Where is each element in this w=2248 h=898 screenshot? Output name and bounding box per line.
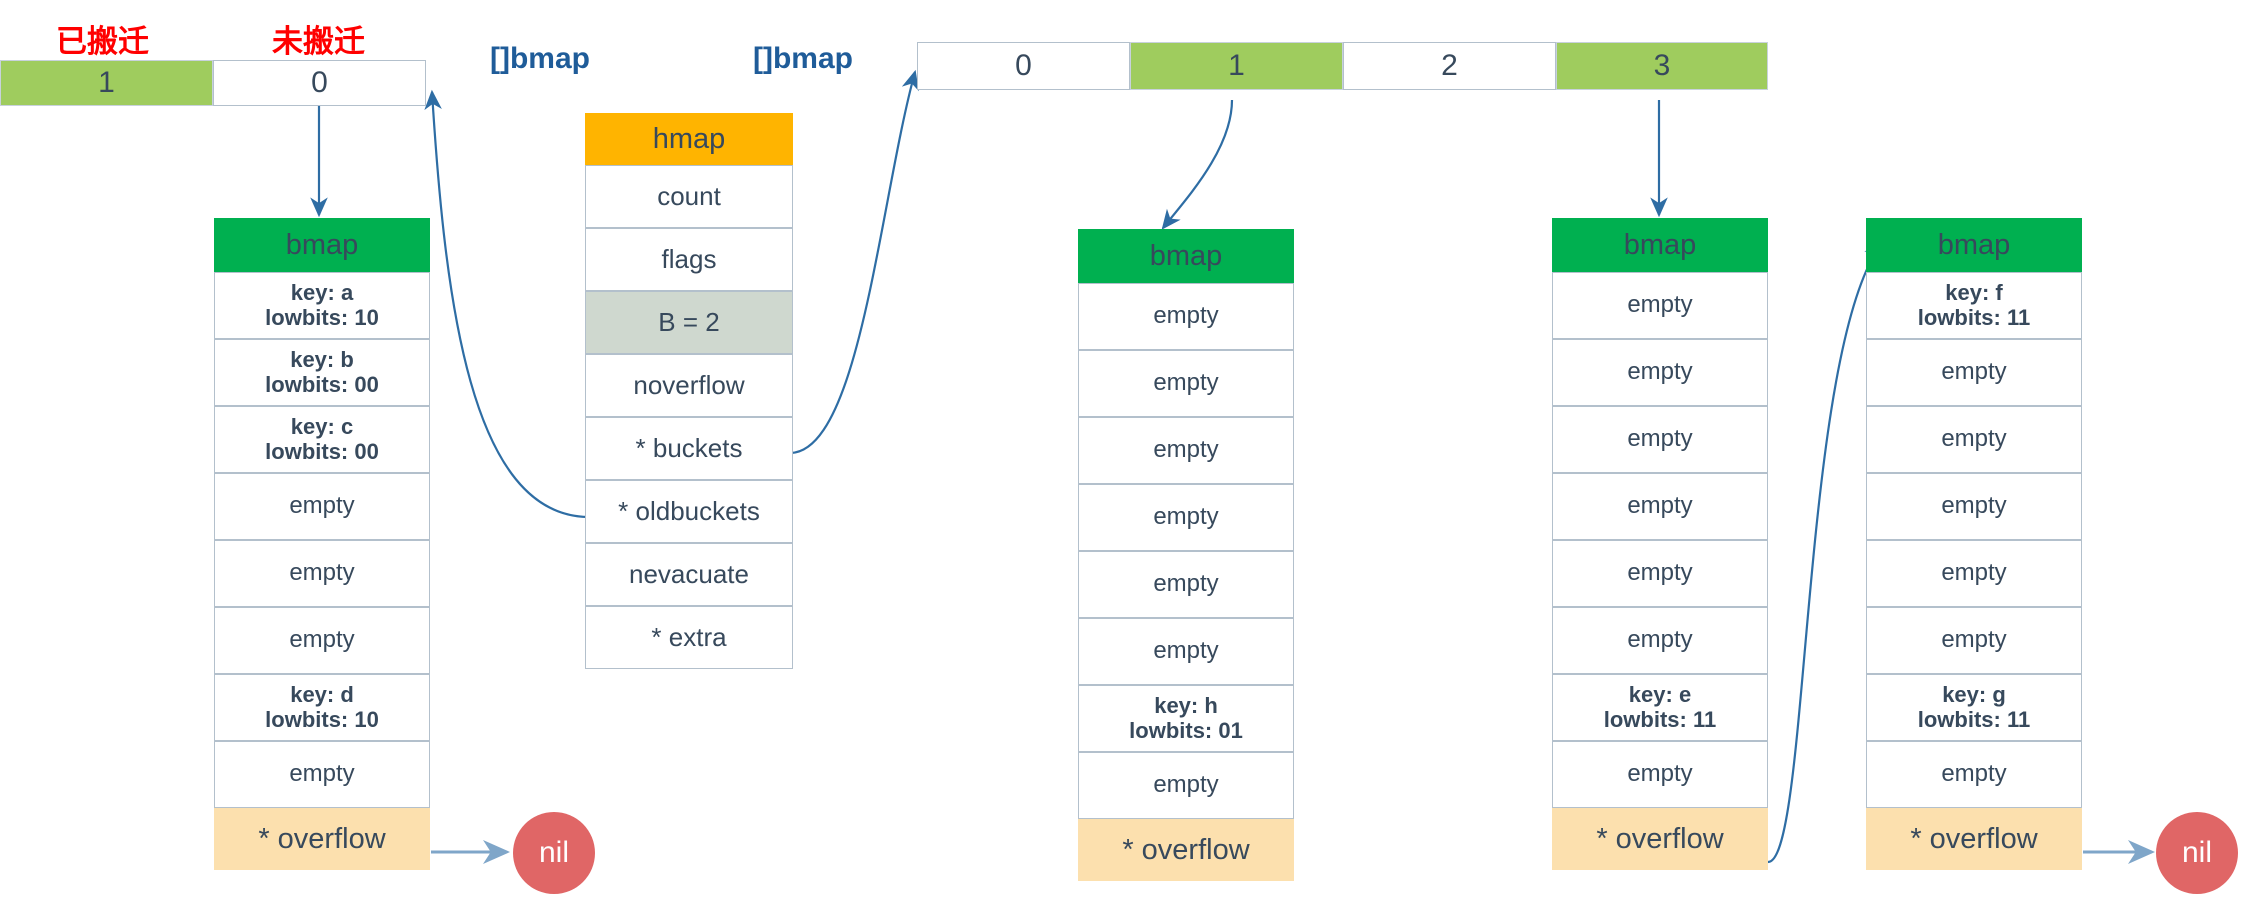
hmap-field-nevacuate[interactable]: nevacuate xyxy=(585,543,793,606)
bmap-new-3-slot-4[interactable]: empty xyxy=(1552,540,1768,607)
bmap-new-3-slot-5[interactable]: empty xyxy=(1552,607,1768,674)
bmap-new-3-overflow[interactable]: * overflow xyxy=(1552,808,1768,870)
hmap-field-oldbuckets[interactable]: * oldbuckets xyxy=(585,480,793,543)
bmap-old-0-slot-5[interactable]: empty xyxy=(214,607,430,674)
bmap-new-1-header: bmap xyxy=(1078,229,1294,283)
bmap-old-0-slot-4[interactable]: empty xyxy=(214,540,430,607)
bmap-overflow-3-overflow[interactable]: * overflow xyxy=(1866,808,2082,870)
oldbuckets-slice: 1 0 xyxy=(0,60,426,106)
bmap-new-3: bmap empty empty empty empty empty empty… xyxy=(1552,218,1768,870)
bmap-old-0-slot-3[interactable]: empty xyxy=(214,473,430,540)
bmap-new-1-slot-6[interactable]: key: h lowbits: 01 xyxy=(1078,685,1294,752)
buckets-slice: 0 1 2 3 xyxy=(917,42,1768,90)
bmap-overflow-3-slot-2[interactable]: empty xyxy=(1866,406,2082,473)
bmap-new-3-slot-6[interactable]: key: e lowbits: 11 xyxy=(1552,674,1768,741)
oldbuckets-cell-1[interactable]: 1 xyxy=(0,60,213,106)
bmap-new-1-slot-3[interactable]: empty xyxy=(1078,484,1294,551)
hmap-field-buckets[interactable]: * buckets xyxy=(585,417,793,480)
bmap-old-0-slot-6[interactable]: key: d lowbits: 10 xyxy=(214,674,430,741)
bmap-old-0-header: bmap xyxy=(214,218,430,272)
bmap-overflow-3: bmap key: f lowbits: 11 empty empty empt… xyxy=(1866,218,2082,870)
bmap-new-1-slot-5[interactable]: empty xyxy=(1078,618,1294,685)
hmap-field-b[interactable]: B = 2 xyxy=(585,291,793,354)
bmap-new-1: bmap empty empty empty empty empty empty… xyxy=(1078,229,1294,881)
label-oldbuckets-type: []bmap xyxy=(490,42,590,75)
bmap-old-0-overflow[interactable]: * overflow xyxy=(214,808,430,870)
hmap-struct: hmap count flags B = 2 noverflow * bucke… xyxy=(585,113,793,669)
bmap-new-1-slot-2[interactable]: empty xyxy=(1078,417,1294,484)
bmap-new-3-slot-7[interactable]: empty xyxy=(1552,741,1768,808)
bmap-overflow-3-slot-7[interactable]: empty xyxy=(1866,741,2082,808)
bmap-overflow-3-slot-6[interactable]: key: g lowbits: 11 xyxy=(1866,674,2082,741)
hmap-field-extra[interactable]: * extra xyxy=(585,606,793,669)
label-evacuated: 已搬迁 xyxy=(56,24,149,59)
nil-node-left: nil xyxy=(513,812,595,894)
bmap-new-3-slot-2[interactable]: empty xyxy=(1552,406,1768,473)
bmap-overflow-3-slot-0[interactable]: key: f lowbits: 11 xyxy=(1866,272,2082,339)
bmap-old-0-slot-2[interactable]: key: c lowbits: 00 xyxy=(214,406,430,473)
hmap-field-noverflow[interactable]: noverflow xyxy=(585,354,793,417)
buckets-cell-3[interactable]: 3 xyxy=(1556,42,1768,90)
nil-node-right: nil xyxy=(2156,812,2238,894)
bmap-new-1-slot-1[interactable]: empty xyxy=(1078,350,1294,417)
bmap-new-3-slot-0[interactable]: empty xyxy=(1552,272,1768,339)
bmap-old-0-slot-1[interactable]: key: b lowbits: 00 xyxy=(214,339,430,406)
bmap-new-1-slot-0[interactable]: empty xyxy=(1078,283,1294,350)
bmap-overflow-3-slot-3[interactable]: empty xyxy=(1866,473,2082,540)
bmap-old-0-slot-0[interactable]: key: a lowbits: 10 xyxy=(214,272,430,339)
buckets-cell-1[interactable]: 1 xyxy=(1130,42,1343,90)
bmap-new-1-slot-4[interactable]: empty xyxy=(1078,551,1294,618)
bmap-old-0: bmap key: a lowbits: 10 key: b lowbits: … xyxy=(214,218,430,870)
bmap-new-1-overflow[interactable]: * overflow xyxy=(1078,819,1294,881)
bmap-overflow-3-slot-1[interactable]: empty xyxy=(1866,339,2082,406)
bmap-new-3-header: bmap xyxy=(1552,218,1768,272)
label-buckets-type: []bmap xyxy=(753,42,853,75)
bmap-overflow-3-slot-5[interactable]: empty xyxy=(1866,607,2082,674)
bmap-old-0-slot-7[interactable]: empty xyxy=(214,741,430,808)
hmap-field-count[interactable]: count xyxy=(585,165,793,228)
hmap-header: hmap xyxy=(585,113,793,165)
hmap-field-flags[interactable]: flags xyxy=(585,228,793,291)
buckets-cell-2[interactable]: 2 xyxy=(1343,42,1556,90)
bmap-new-3-slot-1[interactable]: empty xyxy=(1552,339,1768,406)
bmap-overflow-3-slot-4[interactable]: empty xyxy=(1866,540,2082,607)
oldbuckets-cell-0[interactable]: 0 xyxy=(213,60,426,106)
bmap-new-3-slot-3[interactable]: empty xyxy=(1552,473,1768,540)
bmap-new-1-slot-7[interactable]: empty xyxy=(1078,752,1294,819)
buckets-cell-0[interactable]: 0 xyxy=(917,42,1130,90)
label-not-evacuated: 未搬迁 xyxy=(272,24,365,59)
bmap-overflow-3-header: bmap xyxy=(1866,218,2082,272)
